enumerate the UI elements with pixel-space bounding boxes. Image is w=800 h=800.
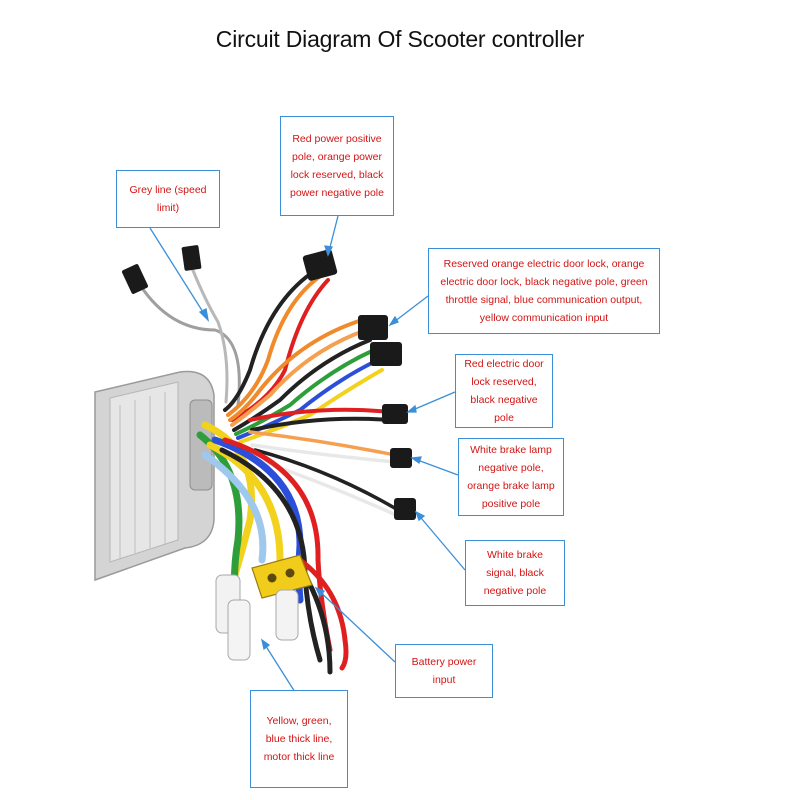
speed-limit-connectors: [122, 245, 202, 294]
callout-throttle-harness: Reserved orange electric door lock, oran…: [428, 248, 660, 334]
callout-motor-wires: Yellow, green, blue thick line, motor th…: [250, 690, 348, 788]
callout-power-lock: Red power positive pole, orange power lo…: [280, 116, 394, 216]
power-lock-connector: [302, 249, 338, 281]
callout-brake-signal: White brake signal, black negative pole: [465, 540, 565, 606]
callout-brake-signal-text: White brake signal, black negative pole: [483, 549, 547, 597]
callout-throttle-harness-text: Reserved orange electric door lock, oran…: [440, 258, 648, 324]
brake-signal-connector: [394, 498, 416, 520]
diagram-title: Circuit Diagram Of Scooter controller: [215, 26, 585, 52]
callout-speed-limit: Grey line (speed limit): [116, 170, 220, 228]
brake-lamp-wires: [248, 430, 397, 464]
speed-limit-wires: [138, 266, 241, 407]
callout-door-lock: Red electric door lock reserved, black n…: [455, 354, 553, 428]
callout-brake-lamp-text: White brake lamp negative pole, orange b…: [467, 444, 555, 510]
door-lock-connector: [382, 404, 408, 424]
brake-lamp-connector: [390, 448, 412, 468]
callout-motor-wires-text: Yellow, green, blue thick line, motor th…: [263, 715, 335, 763]
callout-speed-limit-text: Grey line (speed limit): [129, 184, 207, 214]
battery-xt60-connector: [251, 554, 313, 599]
callout-battery-input-text: Battery power input: [411, 656, 477, 686]
callout-brake-lamp: White brake lamp negative pole, orange b…: [458, 438, 564, 516]
controller-body: [94, 370, 215, 582]
callout-battery-input: Battery power input: [395, 644, 493, 698]
motor-bullet-plugs: [215, 574, 299, 661]
throttle-connector: [358, 315, 402, 366]
door-lock-wires: [248, 407, 392, 432]
callout-power-lock-text: Red power positive pole, orange power lo…: [290, 133, 384, 199]
callout-door-lock-text: Red electric door lock reserved, black n…: [464, 358, 544, 424]
